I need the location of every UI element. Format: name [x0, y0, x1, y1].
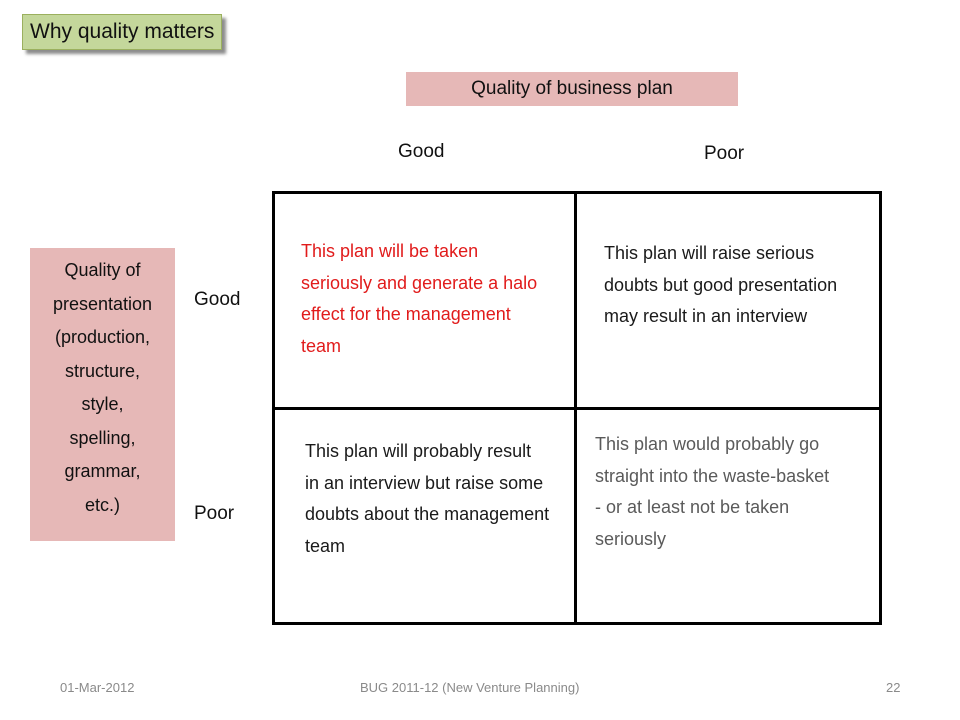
row-axis-header: Quality of presentation (production, str… — [30, 248, 175, 541]
cell-good-presentation-poor-plan: This plan will raise serious doubts but … — [604, 243, 838, 326]
row-header-line: Quality of — [64, 260, 141, 280]
cell-good-presentation-good-plan: This plan will be taken seriously and ge… — [301, 241, 538, 356]
footer-date: 01-Mar-2012 — [60, 680, 135, 695]
column-axis-header: Quality of business plan — [406, 72, 738, 106]
matrix-horizontal-divider — [272, 407, 882, 410]
row-header-line: (production, — [54, 327, 151, 347]
row-header-line: spelling, — [69, 427, 136, 448]
row-header-line: grammar, — [64, 461, 141, 481]
row-header-line: etc.) — [84, 494, 120, 515]
row-label-poor: Poor — [194, 503, 235, 524]
footer-course: BUG 2011-12 (New Venture Planning) — [360, 680, 580, 695]
row-header-line: presentation — [52, 293, 153, 314]
row-label-good: Good — [194, 289, 241, 310]
column-label-good: Good — [398, 141, 445, 162]
slide-title-tag: Why quality matters — [22, 14, 223, 50]
row-header-line: style, — [81, 394, 124, 414]
row-header-line: structure, — [64, 360, 141, 381]
cell-poor-presentation-poor-plan: This plan would probably go straight int… — [595, 434, 830, 549]
footer-page-number: 22 — [886, 680, 901, 695]
cell-poor-presentation-good-plan: This plan will probably result in an int… — [305, 441, 550, 556]
column-label-poor: Poor — [704, 143, 745, 164]
